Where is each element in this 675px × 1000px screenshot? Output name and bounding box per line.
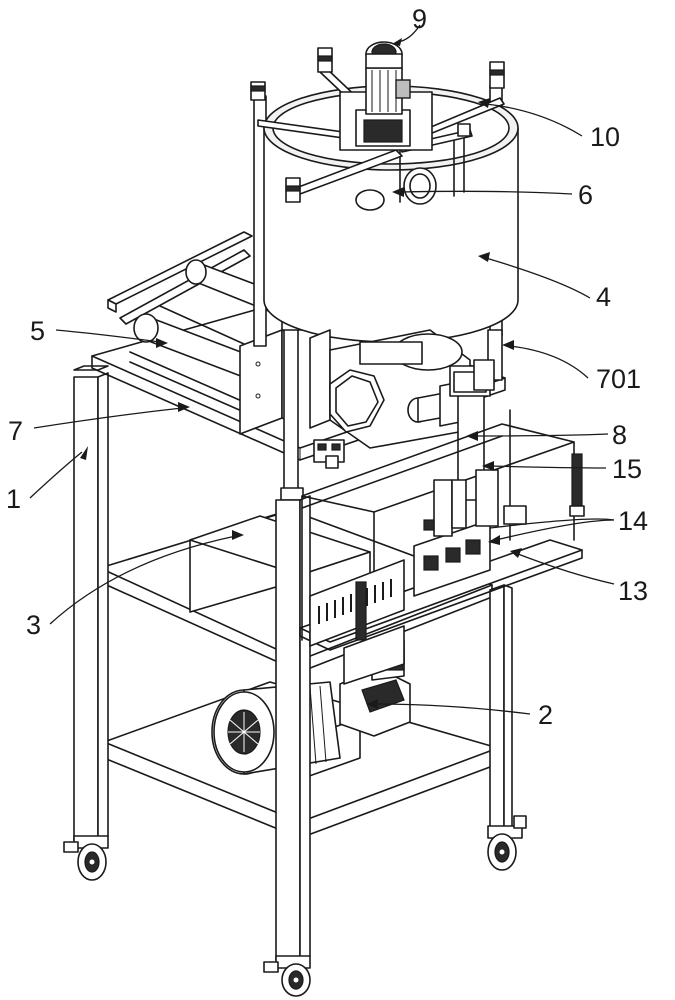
leader-lines (29, 24, 615, 715)
label-8: 8 (612, 420, 627, 450)
dosing-frame (299, 409, 585, 685)
part-labels: 9 10 6 4 701 5 7 8 15 1 14 13 3 2 (6, 4, 648, 730)
label-3: 3 (26, 610, 41, 640)
motor-fan-icon (228, 712, 260, 752)
top-motor-9 (339, 41, 433, 151)
leg-back-right (489, 584, 513, 834)
label-15: 15 (612, 454, 642, 484)
leader-15 (489, 465, 607, 469)
wheel-front (263, 955, 311, 997)
label-6: 6 (578, 180, 593, 210)
leader-5 (55, 329, 161, 343)
caster-wheels (63, 815, 527, 997)
leader-6 (399, 190, 573, 195)
leader-8 (473, 433, 609, 437)
bolt-posts (250, 47, 505, 203)
label-14: 14 (618, 506, 648, 536)
leader-1 (29, 451, 83, 499)
label-4: 4 (596, 282, 611, 312)
wheel-right (487, 815, 527, 871)
leader-10 (485, 103, 583, 137)
label-10: 10 (590, 122, 620, 152)
label-13: 13 (618, 576, 648, 606)
label-701: 701 (596, 364, 641, 394)
valve-assembly (309, 329, 471, 449)
roller-assembly-5 (107, 231, 297, 435)
label-9: 9 (412, 4, 427, 34)
table-bolts (313, 439, 345, 469)
leader-13 (517, 553, 615, 585)
leg-front-left (73, 365, 109, 841)
leader-14a (489, 518, 615, 529)
label-2: 2 (538, 700, 553, 730)
label-1: 1 (6, 484, 21, 514)
wheel-left (63, 835, 109, 881)
leader-701 (509, 345, 589, 379)
label-7: 7 (8, 416, 23, 446)
leader-4 (485, 257, 591, 299)
leader-14b (495, 519, 615, 541)
label-5: 5 (30, 316, 45, 346)
leader-7 (33, 407, 183, 429)
leader-3 (49, 535, 237, 625)
leader-2 (373, 703, 531, 715)
